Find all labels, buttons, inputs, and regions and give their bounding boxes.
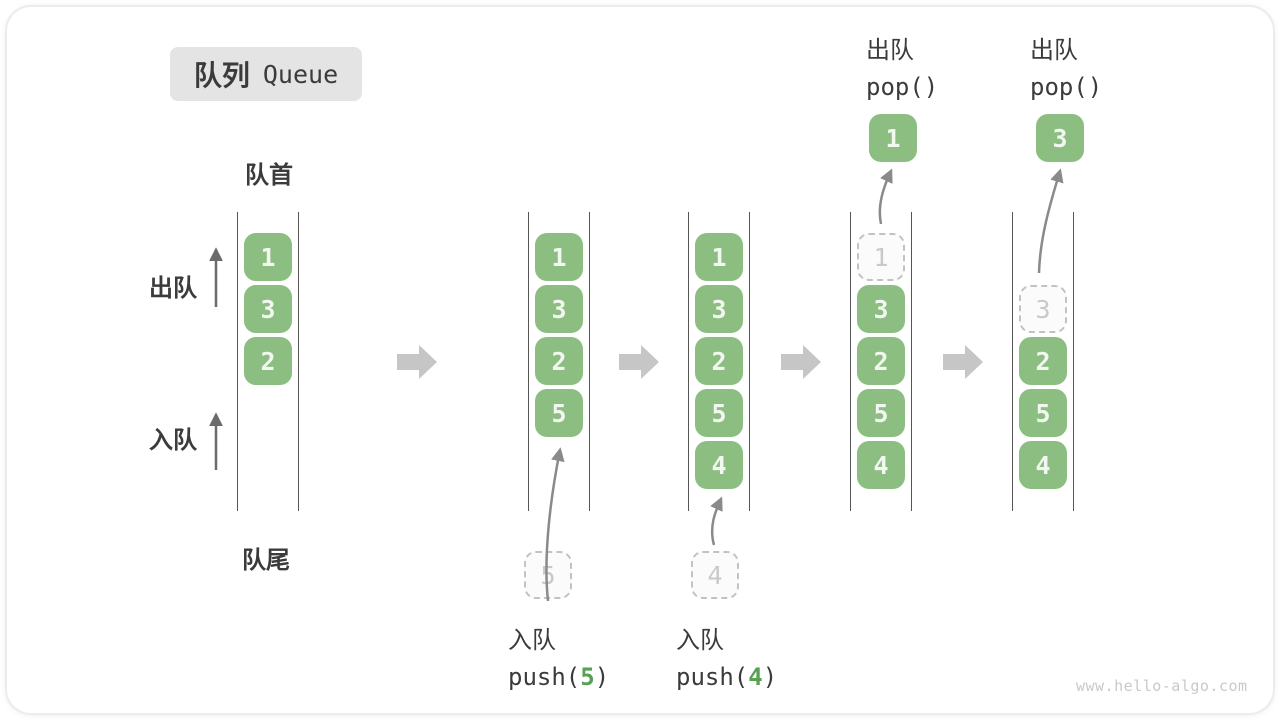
pop-label-zh: 出队	[1030, 37, 1078, 64]
push-operation-label-1: 入队 push(5)	[508, 620, 609, 691]
watermark: www.hello-algo.com	[1076, 677, 1248, 695]
queue-item: 1	[535, 233, 583, 281]
queue-item: 5	[695, 389, 743, 437]
queue-state-3: 1 3 2 5 4	[688, 212, 750, 511]
queue-item: 5	[535, 389, 583, 437]
queue-item: 4	[1019, 441, 1067, 489]
queue-item: 2	[695, 337, 743, 385]
queue-rear-label: 队尾	[242, 547, 290, 574]
title-zh: 队列	[193, 60, 250, 91]
queue-item: 3	[535, 285, 583, 333]
queue-item: 2	[535, 337, 583, 385]
pop-label-zh: 出队	[866, 37, 914, 64]
pop-label-code: pop()	[1030, 73, 1103, 101]
empty-slot	[1019, 233, 1067, 281]
popped-item: 1	[869, 114, 917, 162]
pop-operation-label-1: 出队 pop()	[866, 30, 938, 101]
push-label-zh: 入队	[508, 627, 556, 654]
queue-item-removed: 1	[857, 233, 905, 281]
code-close: )	[762, 663, 778, 691]
push-label-zh: 入队	[676, 627, 724, 654]
queue-item: 3	[857, 285, 905, 333]
dequeue-side-label: 出队	[149, 275, 197, 302]
code-arg: 4	[748, 663, 763, 691]
incoming-item-ghost: 5	[524, 551, 572, 599]
queue-item: 2	[1019, 337, 1067, 385]
queue-item: 3	[695, 285, 743, 333]
queue-state-2: 1 3 2 5	[528, 212, 590, 511]
title-badge: 队列 Queue	[170, 47, 362, 101]
queue-item-removed: 3	[1019, 285, 1067, 333]
queue-front-label: 队首	[245, 162, 293, 189]
queue-item: 1	[244, 233, 292, 281]
pop-operation-label-2: 出队 pop()	[1030, 30, 1102, 101]
queue-item: 3	[244, 285, 292, 333]
queue-state-1: 1 3 2	[237, 212, 299, 511]
code-arg: 5	[580, 663, 595, 691]
queue-state-5: 3 2 5 4	[1012, 212, 1074, 511]
title-en: Queue	[262, 59, 339, 89]
incoming-item-ghost: 4	[691, 551, 739, 599]
pop-label-code: pop()	[866, 73, 939, 101]
queue-item: 5	[1019, 389, 1067, 437]
figure-card	[5, 5, 1275, 715]
popped-item: 3	[1036, 114, 1084, 162]
queue-item: 4	[857, 441, 905, 489]
queue-item: 4	[695, 441, 743, 489]
enqueue-side-label: 入队	[149, 427, 197, 454]
code-close: )	[594, 663, 610, 691]
queue-state-4: 1 3 2 5 4	[850, 212, 912, 511]
push-label-code: push(5)	[508, 663, 609, 691]
queue-item: 2	[244, 337, 292, 385]
code-open: push(	[508, 663, 581, 691]
push-operation-label-2: 入队 push(4)	[676, 620, 777, 691]
queue-item: 2	[857, 337, 905, 385]
queue-item: 5	[857, 389, 905, 437]
queue-item: 1	[695, 233, 743, 281]
code-open: push(	[676, 663, 749, 691]
push-label-code: push(4)	[676, 663, 777, 691]
